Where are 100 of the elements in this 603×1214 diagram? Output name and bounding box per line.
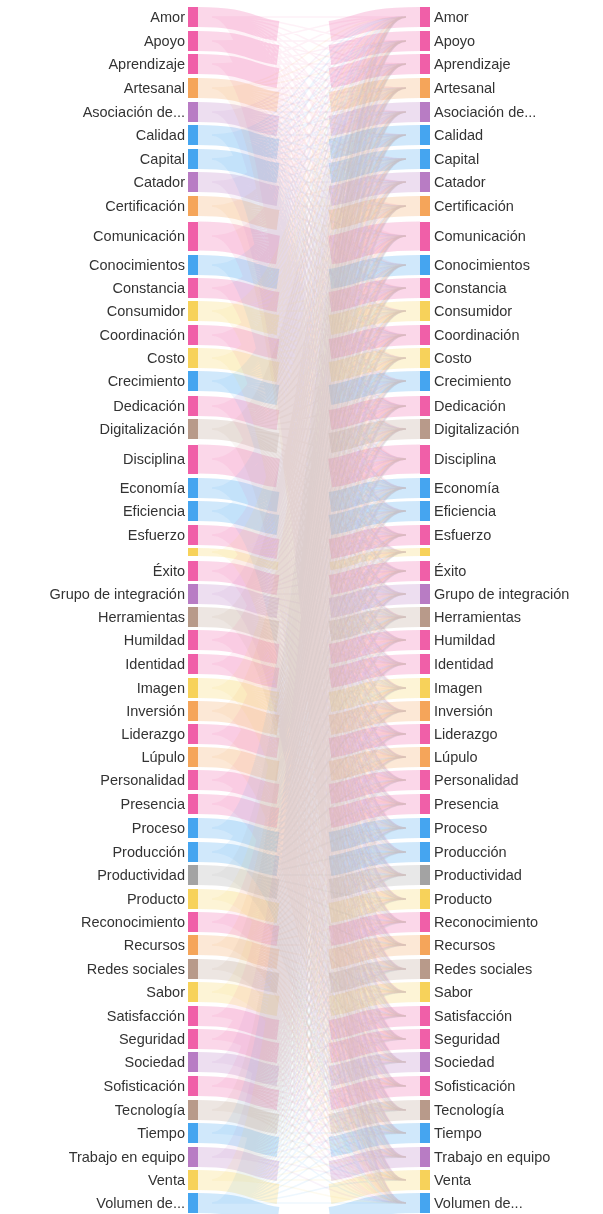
node-label: Redes sociales xyxy=(86,960,185,978)
node-label: Tecnología xyxy=(434,1101,505,1119)
node-label: Consumidor xyxy=(434,302,513,320)
node-label: Sabor xyxy=(146,983,185,1001)
node-label: Comunicación xyxy=(434,227,526,245)
node-label: Inversión xyxy=(434,702,493,720)
node-label: Producto xyxy=(434,890,493,908)
node-label: Costo xyxy=(147,349,185,367)
node-bar xyxy=(420,548,430,556)
node-label: Tecnología xyxy=(114,1101,185,1119)
node-label: Inversión xyxy=(126,702,185,720)
node-label: Lúpulo xyxy=(434,748,478,766)
node-label: Disciplina xyxy=(434,450,497,468)
node-label: Crecimiento xyxy=(107,372,185,390)
node-label: Volumen de... xyxy=(96,1194,185,1212)
node-label: Catador xyxy=(133,173,185,191)
node-label: Economía xyxy=(434,479,500,497)
node-label: Personalidad xyxy=(100,771,185,789)
node-label: Catador xyxy=(434,173,486,191)
node-label: Artesanal xyxy=(123,79,185,97)
node-label: Identidad xyxy=(125,655,185,673)
node-label: Economía xyxy=(119,479,185,497)
node-label: Coordinación xyxy=(99,326,185,344)
node-label: Tiempo xyxy=(434,1124,482,1142)
node-label: Conocimientos xyxy=(89,256,185,274)
node-label: Grupo de integración xyxy=(49,585,185,603)
node-label: Sofisticación xyxy=(434,1077,516,1095)
node-label: Imagen xyxy=(434,679,483,697)
node-label: Artesanal xyxy=(434,79,496,97)
node-label: Presencia xyxy=(434,795,499,813)
node-label: Reconocimiento xyxy=(81,913,185,931)
node-label: Personalidad xyxy=(434,771,519,789)
node-label: Crecimiento xyxy=(434,372,512,390)
node-label: Proceso xyxy=(131,819,185,837)
node-label: Disciplina xyxy=(122,450,185,468)
node-label: Recursos xyxy=(434,936,496,954)
node-label: Aprendizaje xyxy=(434,55,511,73)
node-label: Recursos xyxy=(123,936,185,954)
node-label: Calidad xyxy=(135,126,185,144)
node-label: Identidad xyxy=(434,655,494,673)
node-label: Sociedad xyxy=(434,1053,495,1071)
node-label: Lúpulo xyxy=(141,748,185,766)
node-label: Calidad xyxy=(434,126,484,144)
node-label: Seguridad xyxy=(118,1030,185,1048)
node-label: Eficiencia xyxy=(434,502,497,520)
node-label: Presencia xyxy=(120,795,185,813)
node-label: Humildad xyxy=(434,631,496,649)
node-label: Trabajo en equipo xyxy=(434,1148,551,1166)
node-label: Venta xyxy=(434,1171,472,1189)
node-label: Productividad xyxy=(97,866,185,884)
node-label: Capital xyxy=(434,150,480,168)
node-label: Eficiencia xyxy=(122,502,185,520)
node-label: Éxito xyxy=(152,562,185,580)
node-bar xyxy=(188,548,198,556)
node-label: Sofisticación xyxy=(103,1077,185,1095)
node-label: Satisfacción xyxy=(434,1007,513,1025)
node-label: Grupo de integración xyxy=(434,585,570,603)
node-label: Tiempo xyxy=(137,1124,185,1142)
node-label: Esfuerzo xyxy=(434,526,492,544)
node-label: Apoyo xyxy=(434,32,476,50)
node-label: Reconocimiento xyxy=(434,913,538,931)
node-label: Digitalización xyxy=(99,420,185,438)
node-label: Imagen xyxy=(136,679,185,697)
node-label: Constancia xyxy=(434,279,507,297)
node-label: Capital xyxy=(139,150,185,168)
node-label: Trabajo en equipo xyxy=(68,1148,185,1166)
node-label: Consumidor xyxy=(106,302,185,320)
node-label: Digitalización xyxy=(434,420,520,438)
node-label: Humildad xyxy=(123,631,185,649)
node-label: Liderazgo xyxy=(434,725,498,743)
node-label: Proceso xyxy=(434,819,488,837)
node-label: Coordinación xyxy=(434,326,520,344)
node-label: Asociación de... xyxy=(434,103,537,121)
node-label: Certificación xyxy=(434,197,514,215)
node-label: Asociación de... xyxy=(82,103,185,121)
node-label: Éxito xyxy=(434,562,467,580)
node-label: Satisfacción xyxy=(106,1007,185,1025)
node-label: Amor xyxy=(150,8,185,26)
node-label: Conocimientos xyxy=(434,256,530,274)
node-label: Volumen de... xyxy=(434,1194,523,1212)
node-label: Certificación xyxy=(105,197,185,215)
node-label: Costo xyxy=(434,349,472,367)
node-label: Seguridad xyxy=(434,1030,501,1048)
node-label: Producción xyxy=(434,843,507,861)
node-label: Constancia xyxy=(112,279,185,297)
node-label: Herramientas xyxy=(434,608,522,626)
node-label: Aprendizaje xyxy=(108,55,185,73)
node-label: Venta xyxy=(147,1171,185,1189)
node-label: Producción xyxy=(112,843,185,861)
node-label: Liderazgo xyxy=(121,725,185,743)
node-label: Herramientas xyxy=(97,608,185,626)
node-label: Producto xyxy=(126,890,185,908)
node-label: Esfuerzo xyxy=(127,526,185,544)
node-label: Sabor xyxy=(434,983,473,1001)
node-label: Comunicación xyxy=(93,227,185,245)
node-label: Apoyo xyxy=(143,32,185,50)
node-label: Amor xyxy=(434,8,469,26)
node-label: Redes sociales xyxy=(434,960,533,978)
node-label: Dedicación xyxy=(113,397,185,415)
node-label: Productividad xyxy=(434,866,522,884)
